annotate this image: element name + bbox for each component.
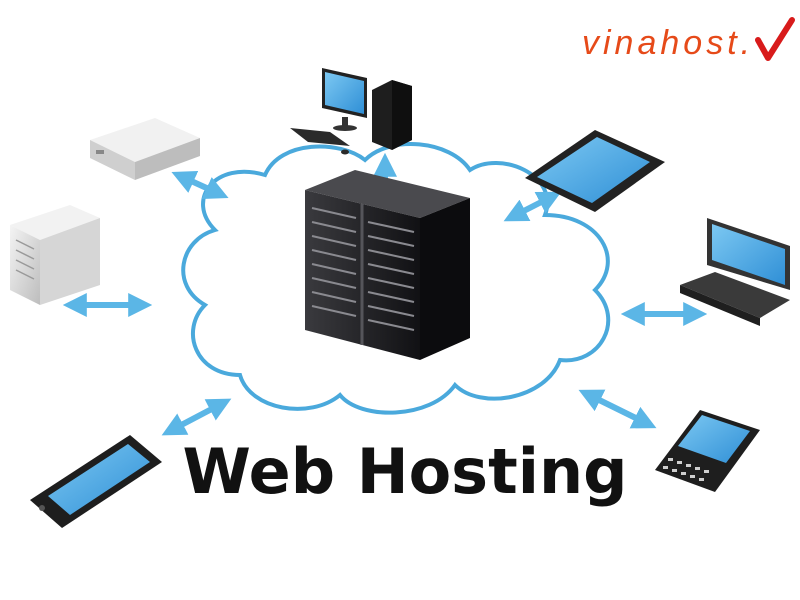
arrow-bottom-left: [161, 398, 232, 436]
laptop-icon: [680, 218, 790, 326]
server-rack-icon: [305, 170, 470, 360]
brand-logo: vinahost.: [582, 17, 795, 62]
diagram-title: Web Hosting: [183, 435, 628, 508]
arrow-top-left: [171, 171, 229, 199]
connection-arrows: [62, 152, 708, 436]
arrow-bottom-right: [578, 389, 657, 429]
qwerty-phone-icon: [655, 410, 760, 492]
network-device-icon: [90, 118, 200, 180]
arrow-top-right: [503, 191, 562, 222]
desktop-computer-icon: [290, 68, 412, 155]
tablet-icon: [525, 130, 665, 212]
checkmark-icon: [755, 17, 795, 61]
server-tower-icon: [10, 205, 100, 305]
smartphone-icon: [30, 435, 162, 528]
brand-name: vinahost.: [582, 24, 754, 62]
